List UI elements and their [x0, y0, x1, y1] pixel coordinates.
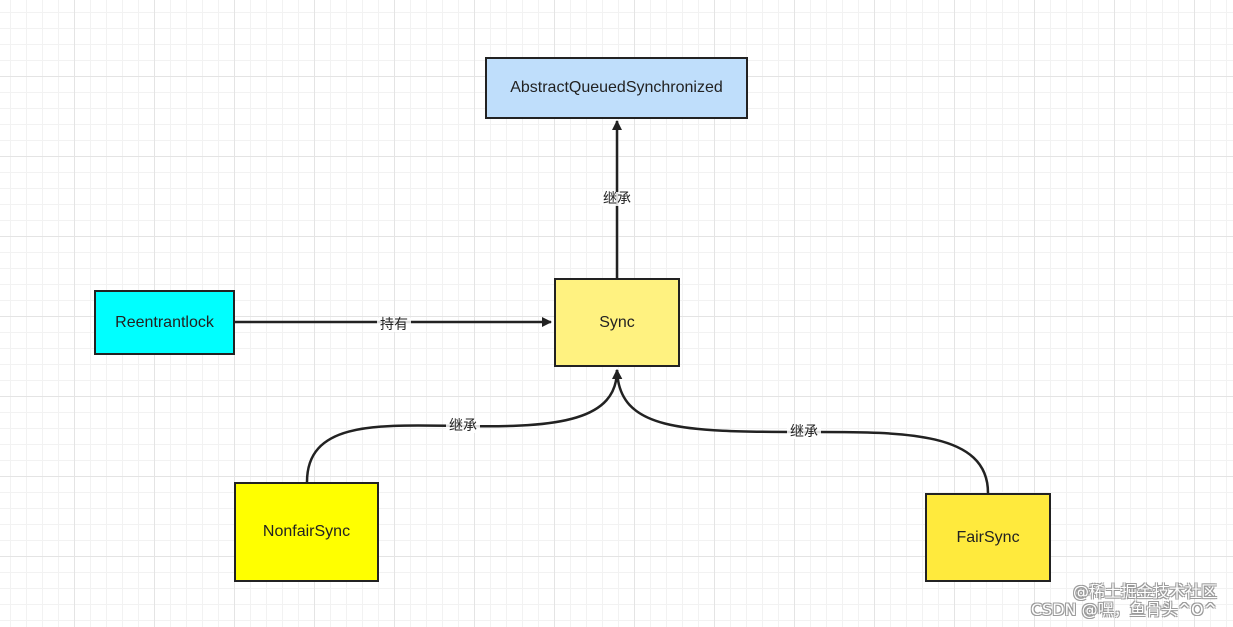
- node-sync[interactable]: Sync: [554, 278, 680, 367]
- watermark-line-1: @稀土掘金技术社区: [1072, 582, 1217, 601]
- edge-label-extends-fair: 继承: [787, 425, 821, 439]
- edge-label-extends-nonfair: 继承: [446, 419, 480, 433]
- node-fair-sync[interactable]: FairSync: [925, 493, 1051, 582]
- watermark: @稀土掘金技术社区 CSDN @嘿，鱼骨头^O^: [1031, 583, 1217, 619]
- edge-label-extends-aqs: 继承: [600, 192, 634, 206]
- edge-label-holds: 持有: [377, 318, 411, 332]
- node-nonfair-sync[interactable]: NonfairSync: [234, 482, 379, 582]
- node-reentrantlock[interactable]: Reentrantlock: [94, 290, 235, 355]
- watermark-line-2: CSDN @嘿，鱼骨头^O^: [1030, 600, 1217, 619]
- node-abstract-queued-synchronized[interactable]: AbstractQueuedSynchronized: [485, 57, 748, 119]
